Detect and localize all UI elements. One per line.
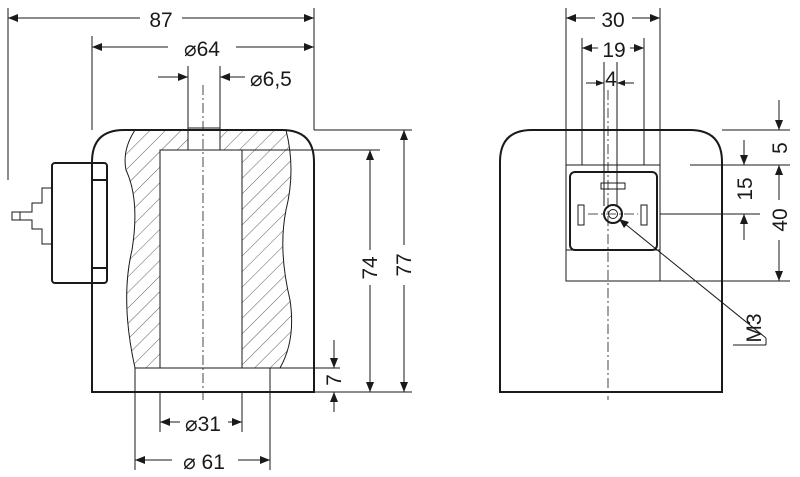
m3-leader [618,218,767,339]
connector-plug-face [569,171,658,251]
dim-bottom-recess-height: 7 [323,374,346,386]
connector-tab [92,179,107,269]
bottom-recess [134,367,271,393]
pin-slot-left [577,204,585,226]
dim-connector-height: 15 [734,177,757,200]
dim-bore-diameter: ⌀31 [185,413,221,436]
central-bore [159,149,243,369]
side-view: 30 19 4 5 15 40 [499,8,792,400]
connector-outer [565,164,661,282]
pin-hole [187,127,221,151]
dim-inner-height: 74 [359,256,382,280]
dim-top-offset: 5 [769,142,792,154]
dim-screw-thread: M3 [743,313,766,342]
side-body-outline [499,129,723,393]
dim-screw-height: 40 [769,208,792,231]
left-wall-hatch [125,130,188,368]
front-section-view: 87 ⌀64 ⌀6,5 74 77 [7,8,416,474]
left-break-line [124,129,136,369]
dim-bottom-recess-diameter: ⌀ 61 [183,451,225,474]
connector-housing [51,162,108,284]
dim-pin-hole-diameter: ⌀6,5 [250,68,292,91]
pin-slot-top [600,182,626,190]
pin-slot-right [640,204,648,226]
dim-connector-width: 19 [602,39,625,62]
terminal-spade [11,187,52,245]
dim-side-width: 30 [601,9,624,32]
dim-overall-height: 77 [393,253,416,276]
dim-outer-diameter: ⌀64 [184,38,220,61]
dim-overall-width: 87 [149,9,172,32]
screw-outer [603,204,623,224]
right-break-line [279,129,293,369]
dim-terminal-spacing: 4 [605,68,617,91]
right-wall-hatch [220,130,292,368]
